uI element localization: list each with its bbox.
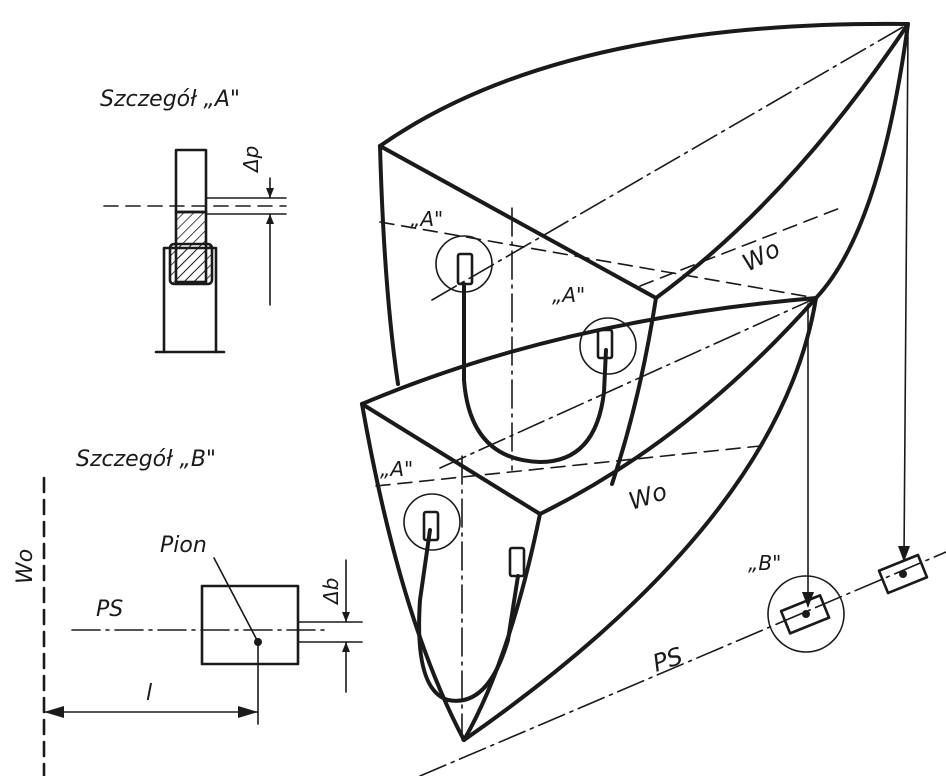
detail-b-dim-label: Δb <box>319 578 343 606</box>
ps-baseline <box>419 551 946 776</box>
detail-b-arrowhead-top <box>342 612 350 622</box>
detail-b-l-label: l <box>146 681 152 706</box>
upper-hull-right-top <box>654 22 910 300</box>
detail-b-l-arrowhead-left <box>44 706 64 718</box>
detail-b-arrowhead-bottom <box>342 642 350 652</box>
upper-hull-left-side <box>378 144 400 386</box>
detail-a-group: Szczegół „A" Δp <box>100 87 287 354</box>
detail-b-pion-label: Pion <box>160 533 207 558</box>
upper-marker-circle-a <box>435 235 493 293</box>
lower-pipe-end-b <box>508 546 526 578</box>
right-target <box>877 553 929 595</box>
lower-marker-circle-a <box>403 493 461 551</box>
detail-b-rectangle <box>200 584 300 666</box>
detail-a-inner <box>168 242 214 286</box>
detail-a-upper-block <box>174 148 208 214</box>
lower-hull-front-side <box>462 512 542 742</box>
upper-hull-front-top <box>378 144 658 300</box>
detail-b-group: Szczegół „B" Wo PS Pion Δb l <box>13 447 363 776</box>
upper-pipe-end-b <box>596 328 614 360</box>
plumb-line-right <box>903 29 909 559</box>
lower-hull-keel <box>462 296 818 742</box>
marker-b-dot <box>802 610 810 618</box>
upper-pipe-end-a <box>456 252 474 286</box>
upper-hull-keel <box>814 22 910 300</box>
detail-b-l-arrowhead-right <box>238 706 258 718</box>
lower-hull-top-back <box>360 296 818 406</box>
detail-b-title: Szczegół „B" <box>76 447 216 472</box>
marker-b: „B" <box>748 551 781 575</box>
ps-label: PS <box>649 642 686 678</box>
detail-b-ps-label: PS <box>96 597 123 622</box>
upper-hull-wo-line-2 <box>639 207 841 287</box>
upper-hull-top-curve <box>378 21 910 148</box>
upper-hull-centerline <box>431 23 909 301</box>
upper-u-pipe <box>462 282 608 464</box>
upper-hull-front-side <box>610 296 658 486</box>
detail-b-wo-label: Wo <box>13 549 38 584</box>
upper-hull-wo-line <box>379 221 817 299</box>
lower-hull-right-top <box>538 296 818 516</box>
lower-hull-wo-line <box>375 445 761 487</box>
upper-wo-label: Wo <box>738 235 785 278</box>
detail-b-pion-leader <box>213 557 259 643</box>
marker-b-target <box>779 594 831 635</box>
upper-marker-circle-b <box>579 317 637 375</box>
detail-a-arrowhead-bottom <box>266 214 274 224</box>
lower-u-pipe <box>417 528 520 703</box>
marker-a-3: „A" <box>380 457 413 481</box>
plumb-arrow-right <box>898 546 910 562</box>
marker-a-2: „A" <box>552 283 585 307</box>
right-target-dot <box>899 570 907 578</box>
detail-a-arrowhead-top <box>266 188 274 198</box>
lower-wo-label: Wo <box>625 477 670 516</box>
marker-a-1: „A" <box>410 207 443 231</box>
lower-pipe-end-a <box>422 510 440 542</box>
detail-a-dim-label: Δp <box>239 146 263 174</box>
main-view-group: Wo Wo PS „A" „A" „A" <box>360 21 946 776</box>
detail-a-title: Szczegół „A" <box>100 87 240 112</box>
lower-hull-center-line <box>439 297 817 469</box>
marker-b-circle <box>767 575 845 653</box>
lower-hull-top-front <box>360 402 542 516</box>
lower-hull-left-side <box>360 402 466 742</box>
